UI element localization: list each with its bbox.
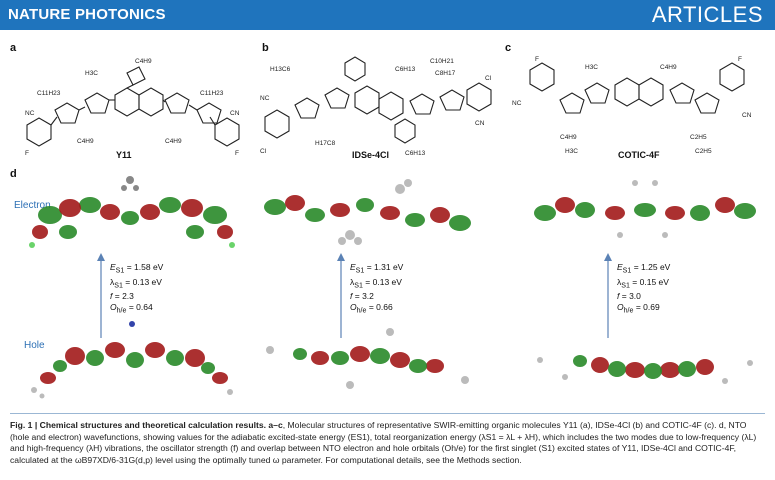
svg-text:C2H5: C2H5: [695, 148, 712, 155]
stat-overlap: = 0.64: [128, 302, 153, 313]
caption-divider: [10, 413, 765, 414]
stat-energy: = 1.31 eV: [366, 262, 404, 272]
panel-letter-b: b: [262, 42, 269, 54]
svg-text:H17C8: H17C8: [315, 140, 336, 147]
molecule-label-cotic-4f: COTIC-4F: [618, 150, 660, 160]
svg-text:F: F: [235, 150, 239, 157]
svg-text:H13C6: H13C6: [270, 66, 291, 73]
stat-oscillator: = 3.2: [354, 291, 374, 302]
molecule-label-idse-4cl: IDSe-4Cl: [352, 150, 390, 160]
svg-text:C4H9: C4H9: [165, 138, 182, 145]
svg-text:C6H13: C6H13: [405, 150, 426, 157]
stat-energy: = 1.25 eV: [633, 262, 671, 272]
stats-y11: ES1 = 1.58 eV λS1 = 0.13 eV f = 2.3 Oh/e…: [110, 262, 164, 316]
electron-orbital-idse-4cl: [264, 179, 471, 245]
stat-reorganization: = 0.13 eV: [125, 276, 162, 287]
electron-orbital-cotic-4f: [534, 180, 756, 238]
svg-text:C10H21: C10H21: [430, 58, 454, 65]
section-title: ARTICLES: [651, 2, 763, 27]
panel-letter-a: a: [10, 42, 17, 54]
excitation-arrow-cotic-4f: [604, 253, 612, 338]
svg-text:H3C: H3C: [585, 64, 598, 71]
svg-text:C4H9: C4H9: [560, 134, 577, 141]
stat-overlap: = 0.69: [635, 302, 660, 313]
svg-text:Cl: Cl: [485, 75, 492, 82]
svg-text:C4H9: C4H9: [135, 58, 152, 65]
svg-text:C11H23: C11H23: [200, 90, 224, 97]
stats-idse-4cl: ES1 = 1.31 eV λS1 = 0.13 eV f = 3.2 Oh/e…: [350, 262, 404, 316]
svg-text:NC: NC: [260, 95, 270, 102]
svg-text:NC: NC: [25, 110, 35, 117]
svg-text:CN: CN: [475, 120, 485, 127]
svg-text:C11H23: C11H23: [37, 90, 61, 97]
stat-oscillator: = 3.0: [621, 291, 641, 302]
svg-text:F: F: [25, 150, 29, 157]
svg-text:C8H17: C8H17: [435, 70, 456, 77]
svg-text:C4H9: C4H9: [77, 138, 94, 145]
stat-overlap: = 0.66: [368, 302, 393, 313]
svg-text:H3C: H3C: [565, 148, 578, 155]
stat-energy: = 1.58 eV: [126, 262, 164, 272]
stat-reorganization: = 0.15 eV: [632, 276, 669, 287]
figure-caption: Fig. 1 | Chemical structures and theoret…: [10, 420, 765, 466]
excitation-arrow-y11: [97, 253, 105, 338]
hole-orbital-cotic-4f: [537, 355, 753, 384]
journal-header: NATURE PHOTONICS ARTICLES: [0, 0, 775, 30]
hole-orbital-idse-4cl: [266, 328, 469, 389]
stat-reorganization: = 0.13 eV: [365, 276, 402, 287]
svg-text:C6H13: C6H13: [395, 66, 416, 73]
svg-text:Cl: Cl: [260, 148, 267, 155]
caption-text: , Molecular structures of representative…: [10, 420, 757, 465]
svg-text:F: F: [535, 56, 539, 63]
svg-text:CN: CN: [230, 110, 240, 117]
electron-label: Electron: [14, 200, 51, 211]
molecule-label-y11: Y11: [116, 150, 132, 160]
svg-text:C2H5: C2H5: [690, 134, 707, 141]
electron-orbital-y11: [29, 176, 235, 248]
svg-text:C4H9: C4H9: [660, 64, 677, 71]
journal-name: NATURE PHOTONICS: [8, 6, 166, 23]
svg-text:NC: NC: [512, 100, 522, 107]
svg-text:H3C: H3C: [85, 70, 98, 77]
hole-label: Hole: [24, 340, 45, 351]
svg-text:CN: CN: [742, 112, 752, 119]
panel-letter-c: c: [505, 42, 512, 54]
stats-cotic-4f: ES1 = 1.25 eV λS1 = 0.15 eV f = 3.0 Oh/e…: [617, 262, 671, 316]
hole-orbital-y11: [31, 321, 233, 399]
svg-text:F: F: [738, 56, 742, 63]
stat-oscillator: = 2.3: [114, 291, 134, 302]
caption-title: Fig. 1 | Chemical structures and theoret…: [10, 420, 283, 430]
excitation-arrow-idse-4cl: [337, 253, 345, 338]
panel-letter-d: d: [10, 168, 17, 180]
